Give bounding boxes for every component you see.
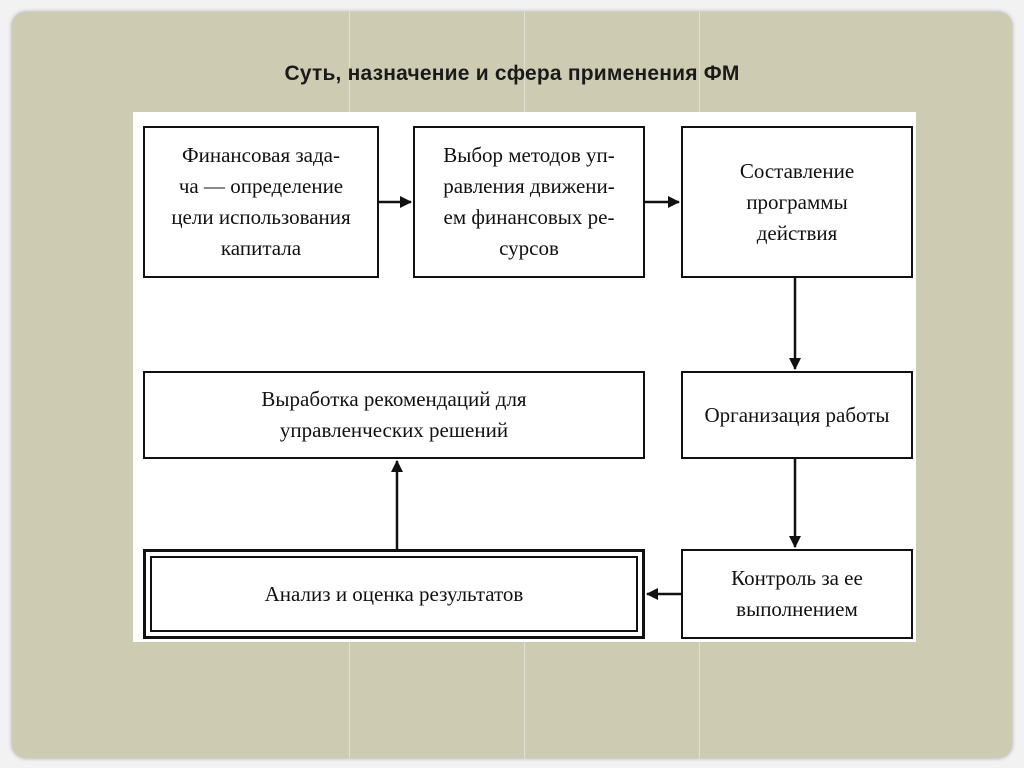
node-text-line: Анализ и оценка результатов <box>264 581 524 606</box>
node-text-line: равления движени- <box>443 174 615 198</box>
node-text-line: Контроль за ее <box>731 566 863 590</box>
node-text-line: управленческих решений <box>279 418 509 442</box>
node-text: Организация работы <box>704 400 889 431</box>
node-text-line: выполнением <box>736 597 858 621</box>
node-text: Выработка рекомендаций для управленческих… <box>261 384 526 446</box>
node-text: Анализ и оценка результатов <box>265 582 524 607</box>
node-results-analysis-label: Анализ и оценка результатов <box>150 556 638 632</box>
slide-title: Суть, назначение и сфера применения ФМ <box>284 62 740 85</box>
node-text-line: сурсов <box>499 236 559 260</box>
node-text: Контроль за ее выполнением <box>731 563 863 625</box>
node-text-line: Составление <box>739 158 855 183</box>
node-text: Составление программы действия <box>740 156 854 249</box>
node-text-line: Организация работы <box>704 402 890 427</box>
node-text-line: действия <box>756 220 838 245</box>
node-text-line: ча — определение <box>178 174 344 198</box>
node-work-organization: Организация работы <box>681 371 913 459</box>
node-text-line: цели использования <box>171 205 351 229</box>
node-text-line: ем финансовых ре- <box>443 205 615 229</box>
node-program-drafting: Составление программы действия <box>681 126 913 278</box>
node-text-line: капитала <box>220 236 302 260</box>
node-financial-task: Финансовая зада-ча — определение цели исп… <box>143 126 379 278</box>
node-text-line: Финансовая зада- <box>182 143 340 167</box>
node-text: Финансовая зада-ча — определение цели исп… <box>171 140 350 264</box>
node-results-analysis: Анализ и оценка результатов <box>143 549 645 639</box>
node-execution-control: Контроль за ее выполнением <box>681 549 913 639</box>
node-text: Выбор методов уп-равления движени-ем фин… <box>443 140 615 264</box>
flow-diagram: Финансовая зада-ча — определение цели исп… <box>133 112 916 642</box>
connectors <box>379 196 801 600</box>
node-text-line: программы <box>746 189 848 214</box>
node-method-selection: Выбор методов уп-равления движени-ем фин… <box>413 126 645 278</box>
node-text-line: Выбор методов уп- <box>443 143 615 167</box>
node-recommendations: Выработка рекомендаций для управленческих… <box>143 371 645 459</box>
node-text-line: Выработка рекомендаций для <box>261 387 527 411</box>
